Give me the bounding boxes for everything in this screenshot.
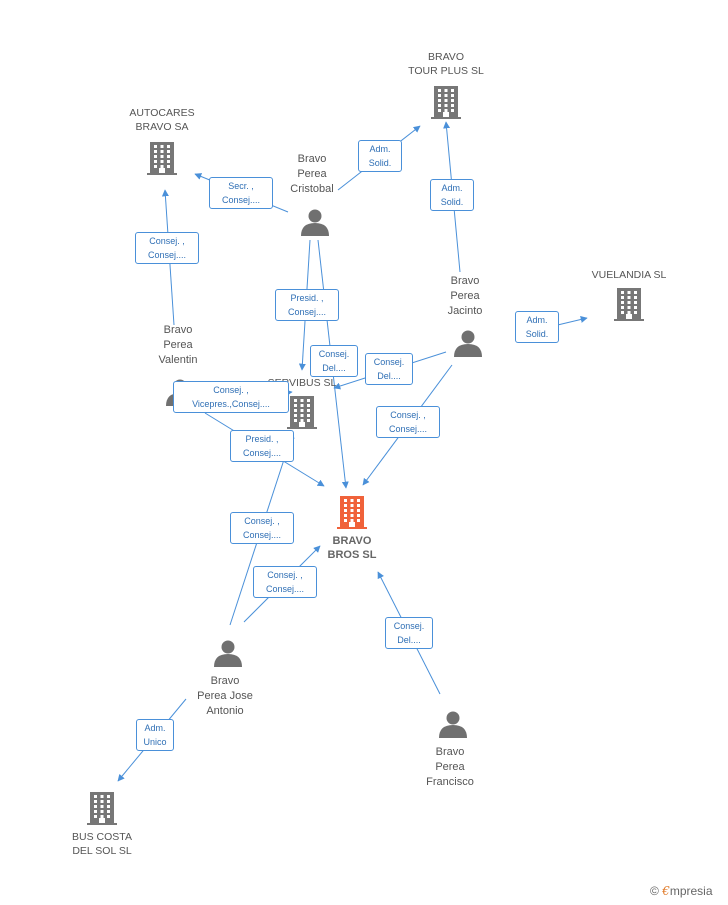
relation-badge-line: Del....: [377, 371, 401, 381]
relation-badge-line: Consej....: [388, 424, 428, 434]
relation-badge-line: Consej....: [242, 530, 282, 540]
person-icon[interactable]: [301, 209, 329, 237]
relation-badge-line: Del....: [322, 363, 346, 373]
relation-badge-r12[interactable]: Consej. , Consej....: [230, 512, 294, 544]
relation-badge-line: Presid. ,: [245, 434, 279, 444]
relation-badge-r10[interactable]: Consej. , Vicepres.,Consej....: [173, 381, 289, 413]
label-line: Antonio: [206, 705, 244, 717]
relation-badge-line: Adm.: [369, 144, 391, 154]
label-line: Jacinto: [447, 305, 483, 317]
brand-name: mpresia: [669, 884, 713, 898]
relation-badge-r1[interactable]: Secr. , Consej....: [209, 177, 273, 209]
building-icon[interactable]: [431, 86, 461, 119]
relation-badge-r9[interactable]: Consej. , Consej....: [376, 406, 440, 438]
building-icon[interactable]: [337, 496, 367, 529]
label-line: Perea: [163, 339, 193, 351]
label-line: BRAVO SA: [135, 121, 189, 133]
relation-badge-line: Consej....: [221, 195, 261, 205]
relation-badge-line: Consej.: [373, 357, 405, 367]
building-icon[interactable]: [614, 288, 644, 321]
relation-badge-line: Unico: [143, 737, 167, 747]
label-line: Valentin: [158, 354, 198, 366]
company-label-vuelandia[interactable]: VUELANDIA SL: [559, 268, 699, 282]
relation-badge-line: Consej. ,: [213, 385, 249, 395]
building-icon[interactable]: [87, 792, 117, 825]
company-label-tourplus[interactable]: BRAVO TOUR PLUS SL: [376, 50, 516, 78]
person-icon[interactable]: [214, 640, 242, 668]
company-label-bravobros[interactable]: BRAVO BROS SL: [282, 534, 422, 562]
label-line: TOUR PLUS SL: [408, 65, 484, 77]
label-line: BRAVO: [428, 51, 464, 63]
relation-badge-line: Adm.: [526, 315, 548, 325]
label-line: AUTOCARES: [129, 107, 195, 119]
relation-badge-r11[interactable]: Presid. , Consej....: [230, 430, 294, 462]
label-line: Francisco: [426, 776, 474, 788]
label-line: BROS SL: [327, 549, 377, 561]
relation-badge-line: Presid. ,: [290, 293, 324, 303]
brand-logo: © €mpresia: [650, 884, 713, 898]
label-line: DEL SOL SL: [72, 845, 132, 857]
label-line: Perea: [435, 761, 465, 773]
relation-badge-r14[interactable]: Consej. Del....: [384, 617, 434, 649]
company-label-autocares[interactable]: AUTOCARES BRAVO SA: [92, 106, 232, 134]
relation-badge-r8[interactable]: Consej. Del....: [364, 353, 414, 385]
relation-badge-line: Secr. ,: [228, 181, 254, 191]
relation-badge-r4[interactable]: Consej. , Consej....: [135, 232, 199, 264]
company-label-buscosta[interactable]: BUS COSTA DEL SOL SL: [32, 830, 172, 858]
label-line: Perea: [297, 168, 327, 180]
relation-badge-r13[interactable]: Consej. , Consej....: [253, 566, 317, 598]
person-icon[interactable]: [454, 330, 482, 358]
relation-badge-line: Solid.: [525, 329, 549, 339]
label-line: Bravo: [210, 675, 240, 687]
relation-badge-line: Consej....: [265, 584, 305, 594]
relation-badge-r15[interactable]: Adm. Unico: [136, 719, 174, 751]
label-line: Bravo: [297, 153, 327, 165]
relation-badge-line: Adm.: [441, 183, 463, 193]
relation-badge-line: Consej.: [393, 621, 425, 631]
label-line: VUELANDIA SL: [591, 269, 667, 281]
relation-badge-r2[interactable]: Adm. Solid.: [358, 140, 402, 172]
relation-badge-line: Solid.: [368, 158, 392, 168]
building-icon[interactable]: [147, 142, 177, 175]
label-line: Bravo: [435, 746, 465, 758]
label-line: BUS COSTA: [72, 831, 132, 843]
relation-badge-line: Consej. ,: [149, 236, 185, 246]
relation-badge-line: Consej....: [242, 448, 282, 458]
label-line: Cristobal: [290, 183, 334, 195]
relation-badge-line: Consej. ,: [267, 570, 303, 580]
relation-badge-line: Del....: [397, 635, 421, 645]
relation-badge-r3[interactable]: Adm. Solid.: [430, 179, 474, 211]
building-icon[interactable]: [287, 396, 317, 429]
relation-badge-line: Adm.: [144, 723, 166, 733]
relation-badge-line: Consej....: [147, 250, 187, 260]
copyright-symbol: ©: [650, 884, 659, 898]
relation-badge-line: Consej. ,: [390, 410, 426, 420]
label-line: Perea: [450, 290, 480, 302]
relation-badge-r7[interactable]: Adm. Solid.: [515, 311, 559, 343]
brand-initial: €: [662, 884, 670, 898]
label-line: Bravo: [163, 324, 193, 336]
person-icon[interactable]: [439, 711, 467, 739]
relation-badge-line: Consej....: [287, 307, 327, 317]
relation-badge-r5[interactable]: Presid. , Consej....: [275, 289, 339, 321]
relation-badge-line: Consej.: [318, 349, 350, 359]
relation-badge-r6[interactable]: Consej. Del....: [309, 345, 359, 377]
label-line: Bravo: [450, 275, 480, 287]
label-line: Perea Jose: [197, 690, 253, 702]
relation-badge-line: Consej. ,: [244, 516, 280, 526]
relation-badge-line: Solid.: [440, 197, 464, 207]
label-line: BRAVO: [332, 535, 372, 547]
relation-badge-line: Vicepres.,Consej....: [192, 399, 270, 409]
